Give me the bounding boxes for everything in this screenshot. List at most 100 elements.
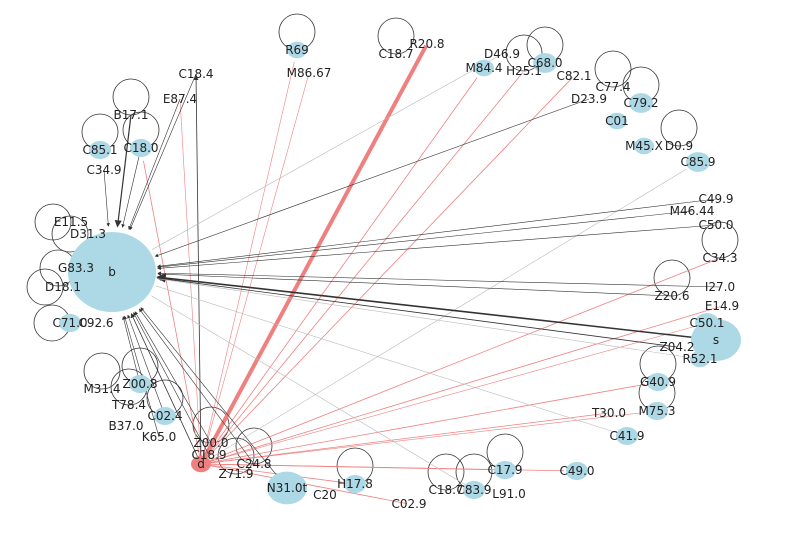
node-label-d: d bbox=[197, 457, 205, 471]
edge-Z20.6-b bbox=[157, 272, 673, 297]
edge-B17.1-b bbox=[114, 114, 132, 228]
node-Z00.8 bbox=[129, 374, 151, 394]
edge-D46.9-b bbox=[152, 53, 503, 250]
node-label-K65.0: K65.0 bbox=[142, 430, 177, 444]
node-C41.9 bbox=[616, 426, 638, 446]
node-R52.1 bbox=[690, 350, 710, 368]
node-label-C02.4: C02.4 bbox=[147, 409, 182, 423]
node-C18.0 bbox=[130, 138, 152, 158]
edge-d-E14.9 bbox=[200, 306, 721, 465]
node-label-D31.3: D31.3 bbox=[70, 227, 106, 241]
self-loop-C34.3 bbox=[701, 221, 739, 259]
edge-d-C18.0 bbox=[143, 160, 202, 465]
node-label-Z00.8: Z00.8 bbox=[123, 377, 158, 391]
edge-R52.1-b bbox=[157, 278, 701, 360]
node-label-C68.0: C68.0 bbox=[527, 56, 562, 70]
node-b bbox=[68, 232, 156, 312]
edge-d-G40.9 bbox=[200, 383, 646, 465]
node-label-s: s bbox=[713, 333, 719, 347]
edge-d-H25.1 bbox=[200, 72, 524, 465]
self-loop-Z71.9 bbox=[217, 437, 255, 475]
edge-D23.9-b bbox=[154, 98, 590, 257]
edge-d-M86.67 bbox=[200, 74, 309, 465]
self-loop-C77.4 bbox=[594, 50, 632, 88]
node-label-C18.4: C18.4 bbox=[178, 67, 213, 81]
node-R69 bbox=[287, 41, 307, 59]
node-C17.9 bbox=[494, 460, 516, 480]
edge-C18.0-b bbox=[121, 147, 142, 228]
self-loop-H25.1 bbox=[505, 34, 543, 72]
node-label-C50.0: C50.0 bbox=[698, 218, 733, 232]
node-label-R52.1: R52.1 bbox=[682, 352, 717, 366]
edge-d-R20.8 bbox=[199, 44, 428, 465]
edges bbox=[103, 44, 721, 505]
node-C79.2 bbox=[629, 93, 653, 113]
node-label-M86.67: M86.67 bbox=[287, 66, 332, 80]
node-label-M45.X: M45.X bbox=[625, 139, 663, 153]
edge-C41.9-b bbox=[155, 285, 628, 437]
node-label-D18.1: D18.1 bbox=[45, 280, 81, 294]
self-loop-D0.9 bbox=[660, 109, 698, 147]
node-label-Z20.6: Z20.6 bbox=[655, 289, 690, 303]
node-C68.0 bbox=[533, 53, 557, 73]
node-H17.8 bbox=[344, 474, 366, 494]
node-C71.0 bbox=[59, 313, 81, 333]
edge-d-M75.3 bbox=[200, 412, 645, 465]
node-label-H17.8: H17.8 bbox=[337, 477, 373, 491]
edge-d-H17.8 bbox=[200, 463, 343, 483]
node-C01 bbox=[607, 112, 627, 130]
node-label-C02.9: C02.9 bbox=[391, 497, 426, 511]
node-label-Z04.2: Z04.2 bbox=[660, 340, 695, 354]
edge-C18.4-b bbox=[129, 73, 197, 231]
node-C49.0 bbox=[566, 461, 588, 481]
self-loop-D18.1 bbox=[26, 268, 64, 306]
node-label-C85.1: C85.1 bbox=[82, 143, 117, 157]
node-label-C50.1: C50.1 bbox=[689, 316, 724, 330]
edge-d-C85.9 bbox=[200, 169, 687, 465]
node-label-C24.8: C24.8 bbox=[236, 457, 271, 471]
node-label-C01: C01 bbox=[605, 114, 629, 128]
edge-C50.0-b bbox=[157, 224, 717, 270]
node-label-G40.9: G40.9 bbox=[640, 375, 676, 389]
node-label-M84.4: M84.4 bbox=[465, 61, 502, 75]
edge-C24.8-b bbox=[138, 308, 255, 465]
edge-C18.9-b bbox=[133, 312, 210, 456]
node-M84.4 bbox=[474, 59, 494, 77]
node-M45.X bbox=[634, 137, 654, 155]
node-label-C18.9: C18.9 bbox=[191, 448, 226, 462]
node-C02.4 bbox=[154, 406, 176, 426]
edge-d-R69 bbox=[200, 61, 295, 465]
edge-d-C18.4 bbox=[193, 75, 202, 465]
edge-Z04.2-b bbox=[156, 276, 678, 348]
nodes bbox=[59, 41, 741, 505]
node-G40.9 bbox=[647, 372, 669, 392]
node-label-L91.0: L91.0 bbox=[492, 487, 525, 501]
edge-d-b bbox=[130, 313, 202, 465]
node-label-E11.5: E11.5 bbox=[54, 215, 88, 229]
edge-Z00.8-b bbox=[122, 316, 141, 385]
node-label-C49.9: C49.9 bbox=[698, 192, 733, 206]
node-label-C82.1: C82.1 bbox=[556, 69, 591, 83]
node-label-C49.0: C49.0 bbox=[559, 464, 594, 478]
edge-E87.4-b bbox=[128, 98, 181, 230]
node-label-D23.9: D23.9 bbox=[571, 92, 607, 106]
node-label-T78.4: T78.4 bbox=[111, 398, 146, 412]
node-label-M46.44: M46.44 bbox=[670, 204, 715, 218]
node-label-C20: C20 bbox=[313, 488, 337, 502]
self-loop-C18.7 bbox=[377, 17, 415, 55]
node-label-D46.9: D46.9 bbox=[484, 47, 520, 61]
node-label-C34.9: C34.9 bbox=[86, 163, 121, 177]
node-C83.9 bbox=[463, 480, 485, 500]
node-label-E87.4: E87.4 bbox=[163, 92, 197, 106]
edge-d-C34.3 bbox=[200, 258, 719, 465]
node-label-C83.9: C83.9 bbox=[456, 483, 491, 497]
node-C85.1 bbox=[89, 140, 111, 160]
node-label-B37.0: B37.0 bbox=[109, 419, 144, 433]
node-label-C18.7b: C18.7 bbox=[428, 483, 463, 497]
edge-d-T30.0 bbox=[200, 412, 608, 465]
node-label-H25.1: H25.1 bbox=[506, 64, 542, 78]
node-label-D0.9: D0.9 bbox=[665, 139, 693, 153]
edge-C02.4-b bbox=[127, 314, 166, 417]
node-label-M31.4: M31.4 bbox=[83, 382, 120, 396]
